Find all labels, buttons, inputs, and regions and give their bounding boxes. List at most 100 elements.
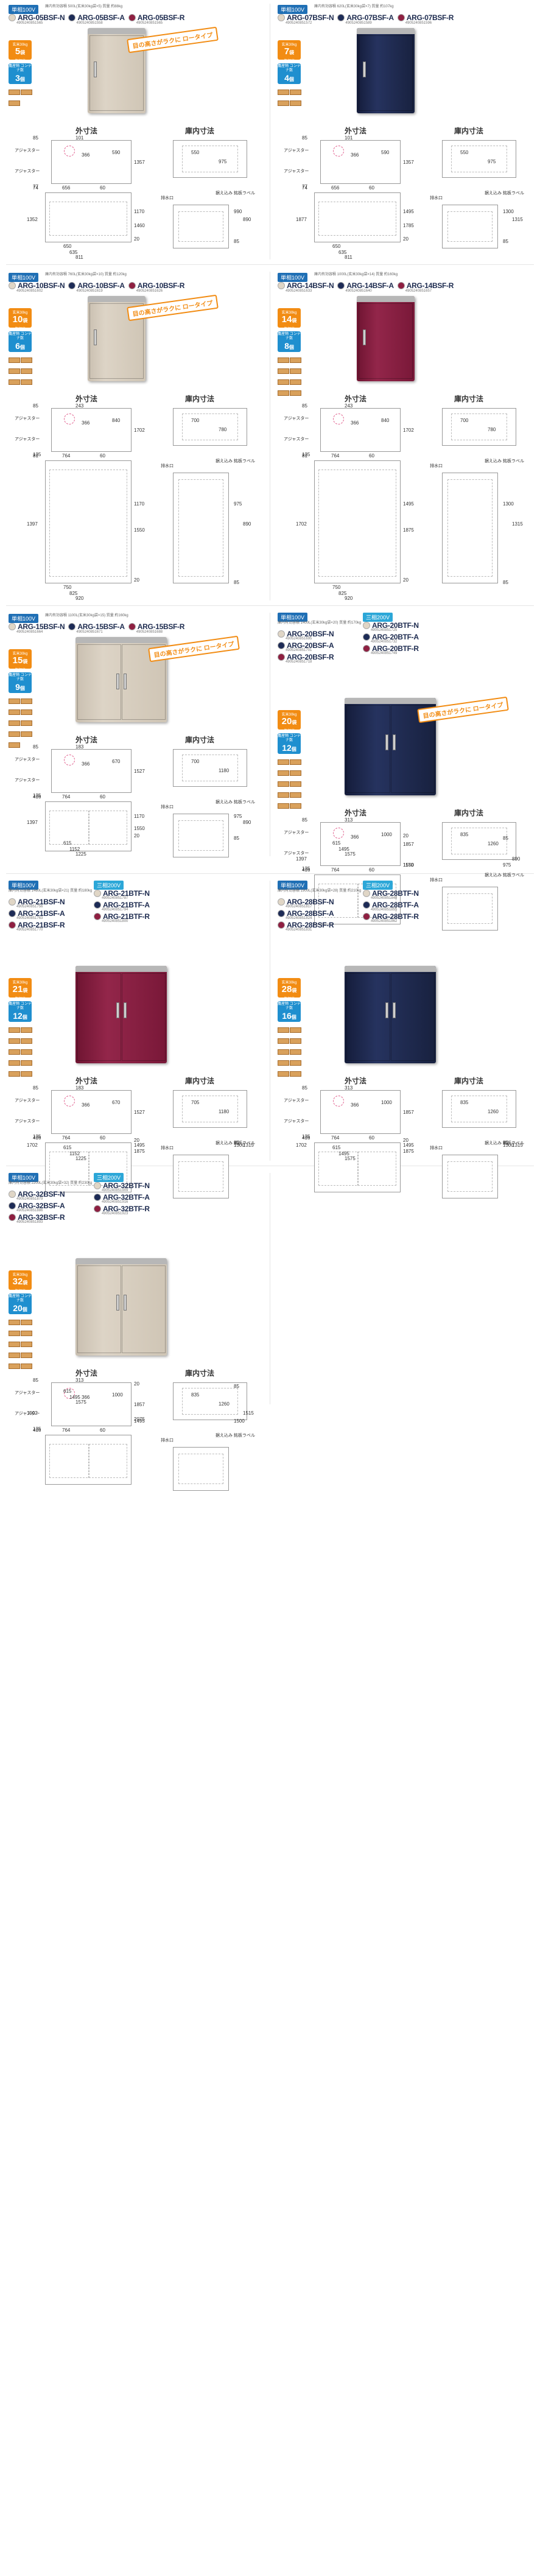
drain-marker-icon [64,755,75,765]
color-swatch-icon [363,913,370,920]
dimension-value: 1902 [27,1410,38,1416]
jan-code: 4905240851800 [102,920,128,923]
crate-icon [9,1038,20,1044]
plan-view-drawing [51,408,131,452]
cabinet-photo [345,966,436,1063]
dimension-value: 85 [33,1085,38,1091]
inner-dimension-title: 庫内寸法 [185,1369,215,1378]
dimension-value: 1857 [403,842,414,847]
drain-marker-icon [64,413,75,424]
badge-title: 農産物 コンテナ数 [278,65,301,72]
crate-stack-icon [278,88,302,110]
dimension-value: 366 [82,1102,90,1108]
drain-label: 排水口 [161,1438,174,1443]
dimension-value: 1170 [134,208,145,214]
model-name: ARG-15BSF-R [128,622,184,631]
dimension-value: 1495 [403,1142,414,1148]
inner-plan-drawing [173,1382,247,1420]
cabinet-door-right [391,705,435,793]
color-swatch-icon [9,921,16,929]
crate-icon [278,1038,289,1044]
jan-code: 4905240851763 [16,917,43,920]
dimension-value: 764 [62,794,71,800]
crate-icon [278,1071,289,1077]
plan-view-drawing [51,749,131,793]
dimension-value: 183 [75,744,84,750]
nameplate-label: 据え込み 銘板ラベル [485,873,524,878]
dimension-value: 313 [345,817,353,823]
dimension-value: 1550 [134,826,145,831]
crate-icon [21,357,32,363]
model-name: ARG-10BSF-A [68,281,125,290]
inner-plan-drawing [442,822,516,860]
cabinet-photo [75,966,167,1063]
crate-icon [290,803,301,809]
jan-code: 4905240851794 [102,908,128,912]
badge-title: 農産物 コンテナ数 [9,1295,32,1303]
jan-code: 4905240851749 [371,652,398,655]
crate-icon [278,100,289,106]
dimension-value: 590 [112,150,121,155]
side-elevation-drawing [173,1447,229,1491]
dimension-value: 550 [191,150,200,155]
model-label: ARG-21BTF-R [103,912,150,921]
inner-dimension-title: 庫内寸法 [185,1077,215,1085]
badge-unit: 個 [289,77,294,82]
row-divider [6,873,534,874]
inner-dimension-title: 庫内寸法 [185,736,215,744]
door-outline [49,470,127,577]
jan-code: 4905240851756 [16,905,43,909]
crate-icon [9,1320,20,1325]
dimension-value: 890 [243,521,251,527]
drain-label: 排水口 [161,196,174,200]
dimension-value: 1527 [134,1110,145,1115]
spec-line: 庫内有効容積 2200L(玄米30kg袋×32) 質量 約230kg [9,1181,93,1185]
dimension-value: 1575 [75,1399,86,1405]
dimension-value: 85 [302,403,307,409]
crate-icon [290,390,301,396]
model-label: ARG-20BTF-R [372,644,419,653]
dimension-value: 60 [369,453,374,459]
dimension-value: 85 [302,1085,307,1091]
model-name: ARG-32BSF-R [9,1213,65,1222]
crate-icon [21,1049,32,1055]
color-swatch-icon [9,1202,16,1209]
model-label: ARG-32BSF-A [18,1202,65,1210]
dimension-value: 780 [488,427,496,432]
badge-value: 15袋 [12,655,28,666]
model-name: ARG-07BSF-N [278,13,334,22]
dimension-value: 1500 [234,1418,245,1424]
dimension-value: 366 [82,1395,90,1400]
door-split-line [88,1152,89,1186]
dimension-value: 700 [191,759,200,764]
color-swatch-icon [94,1182,101,1189]
dimension-value: 60 [100,453,105,459]
adjuster-label: アジャスター [15,1391,40,1395]
model-label: ARG-20BSF-A [287,641,334,650]
dimension-value: 85 [33,403,38,409]
crate-icon [9,368,20,374]
inner-dimension-title: 庫内寸法 [454,395,484,403]
adjuster-label: アジャスター [15,417,40,421]
model-name: ARG-32BTF-N [94,1181,150,1190]
color-swatch-icon [363,633,370,641]
dimension-value: 615 [332,1145,341,1150]
crate-icon [9,699,20,704]
dimension-value: 840 [381,418,390,423]
crate-icon [21,368,32,374]
color-swatch-icon [278,921,285,929]
crate-icon [9,379,20,385]
badge-title: 農産物 コンテナ数 [9,674,32,681]
dimension-value: 313 [75,1378,84,1383]
badge-subtitle: 俵相当 [14,328,26,331]
model-name: ARG-28BSF-R [278,921,334,929]
dimension-value: 1702 [134,428,145,433]
model-name: ARG-21BTF-R [94,912,150,921]
